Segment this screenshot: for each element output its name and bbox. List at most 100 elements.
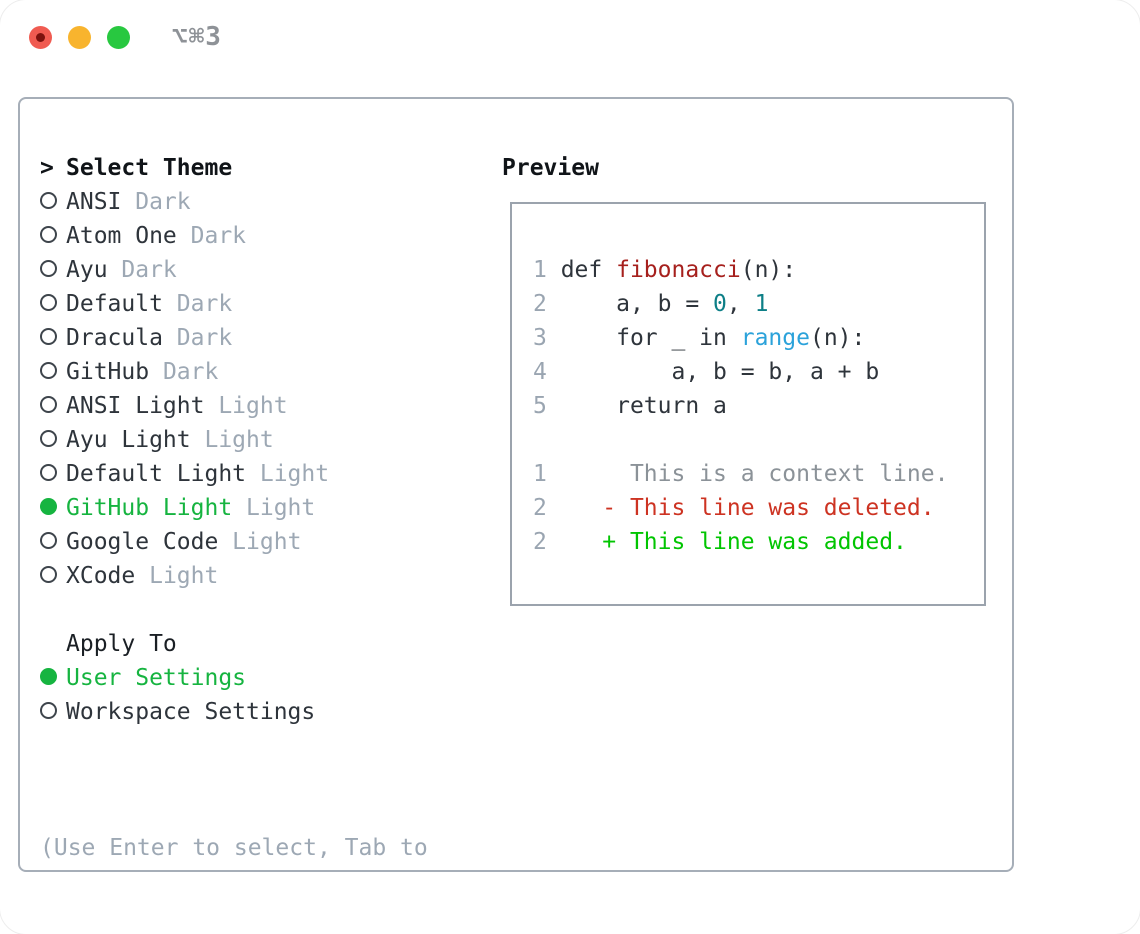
code-segment: a, b = b, a + b <box>560 359 880 385</box>
option-label: User Settings <box>66 665 247 691</box>
option-label: Atom One <box>66 223 177 249</box>
radio-icon <box>40 396 57 413</box>
option-variant-label: Dark <box>162 325 233 351</box>
radio-icon <box>40 294 57 311</box>
option-label: Workspace Settings <box>66 699 316 725</box>
radio-marker <box>40 563 66 589</box>
radio-icon <box>40 702 57 719</box>
code-segment: - This line was deleted. <box>560 495 935 521</box>
option-label: Dracula <box>66 325 163 351</box>
code-line: 1 This is a context line. <box>533 457 984 491</box>
radio-marker <box>40 257 66 283</box>
line-number: 1 <box>533 461 561 487</box>
radio-marker <box>40 699 66 725</box>
minimize-button[interactable] <box>68 25 91 49</box>
radio-icon <box>40 566 57 583</box>
code-segment: (n): <box>740 257 797 283</box>
option-label: Ayu Light <box>66 427 191 453</box>
option-variant-label: Dark <box>176 223 247 249</box>
option-label: Default <box>66 291 163 317</box>
option-variant-label: Light <box>246 461 330 487</box>
spacer-row <box>40 729 428 763</box>
apply-option[interactable]: Workspace Settings <box>40 695 428 729</box>
line-number: 2 <box>533 291 561 317</box>
radio-icon <box>40 464 57 481</box>
radio-marker <box>40 427 66 453</box>
radio-marker <box>40 189 66 215</box>
option-label: GitHub Light <box>66 495 233 521</box>
radio-marker <box>40 291 66 317</box>
theme-option[interactable]: Ayu Dark <box>40 253 428 287</box>
option-label: ANSI Light <box>66 393 205 419</box>
code-line: 2 a, b = 0, 1 <box>533 287 984 321</box>
theme-option[interactable]: Atom One Dark <box>40 219 428 253</box>
radio-icon <box>40 192 57 209</box>
option-variant-label: Dark <box>149 359 219 385</box>
code-segment: This is a context line. <box>560 461 949 487</box>
line-number: 3 <box>533 325 561 351</box>
option-label: Ayu <box>66 257 108 283</box>
code-segment: 0 <box>713 291 727 317</box>
option-variant-label: Light <box>204 393 288 419</box>
code-line: 1 def fibonacci(n): <box>533 253 984 287</box>
theme-option[interactable]: Default Dark <box>40 287 428 321</box>
radio-marker <box>40 461 66 487</box>
theme-option[interactable]: Ayu Light Light <box>40 423 428 457</box>
code-line <box>533 423 984 457</box>
option-variant-label: Light <box>190 427 274 453</box>
code-segment: range <box>740 325 810 351</box>
theme-option[interactable]: Default Light Light <box>40 457 428 491</box>
theme-option[interactable]: GitHub Light Light <box>40 491 428 525</box>
option-variant-label: Light <box>218 529 302 555</box>
select-theme-header-row: > Select Theme <box>40 151 428 185</box>
code-segment: 1 <box>754 291 769 317</box>
option-variant-label: Light <box>232 495 316 521</box>
zoom-button[interactable] <box>107 25 130 49</box>
option-variant-label: Light <box>135 563 219 589</box>
radio-icon <box>40 430 57 447</box>
code-segment: fibonacci <box>616 257 741 283</box>
code-segment: for _ in <box>560 325 741 351</box>
radio-selected-icon <box>40 668 57 685</box>
radio-marker <box>40 495 66 521</box>
apply-option[interactable]: User Settings <box>40 661 428 695</box>
hint-line-1: (Use Enter to select, Tab to <box>40 835 428 861</box>
code-line: 2 - This line was deleted. <box>533 491 984 525</box>
radio-icon <box>40 328 57 345</box>
theme-option[interactable]: Google Code Light <box>40 525 428 559</box>
select-theme-header: Select Theme <box>66 155 233 181</box>
line-number <box>533 423 561 457</box>
radio-icon <box>40 260 57 277</box>
option-label: GitHub <box>66 359 150 385</box>
option-label: Default Light <box>66 461 247 487</box>
option-variant-label: Dark <box>107 257 177 283</box>
titlebar: ⌥⌘3 <box>0 0 1140 74</box>
radio-marker <box>40 393 66 419</box>
code-line: 2 + This line was added. <box>533 525 984 559</box>
radio-selected-icon <box>40 498 57 515</box>
theme-option[interactable]: GitHub Dark <box>40 355 428 389</box>
option-label: XCode <box>66 563 136 589</box>
preview-column: Preview 1 def fibonacci(n):2 a, b = 0, 1… <box>502 151 986 606</box>
spacer-row <box>40 593 428 627</box>
line-number: 5 <box>533 393 561 419</box>
window-title: ⌥⌘3 <box>172 22 222 52</box>
theme-option[interactable]: XCode Light <box>40 559 428 593</box>
theme-option[interactable]: ANSI Light Light <box>40 389 428 423</box>
close-button[interactable] <box>29 25 52 49</box>
code-segment: return a <box>560 393 727 419</box>
line-number: 2 <box>533 495 561 521</box>
theme-option[interactable]: ANSI Dark <box>40 185 428 219</box>
theme-option[interactable]: Dracula Dark <box>40 321 428 355</box>
apply-to-header-row: Apply To <box>40 627 428 661</box>
code-segment: def <box>560 257 617 283</box>
radio-marker <box>40 665 66 691</box>
code-segment: + This line was added. <box>560 529 907 555</box>
option-label: ANSI <box>66 189 122 215</box>
